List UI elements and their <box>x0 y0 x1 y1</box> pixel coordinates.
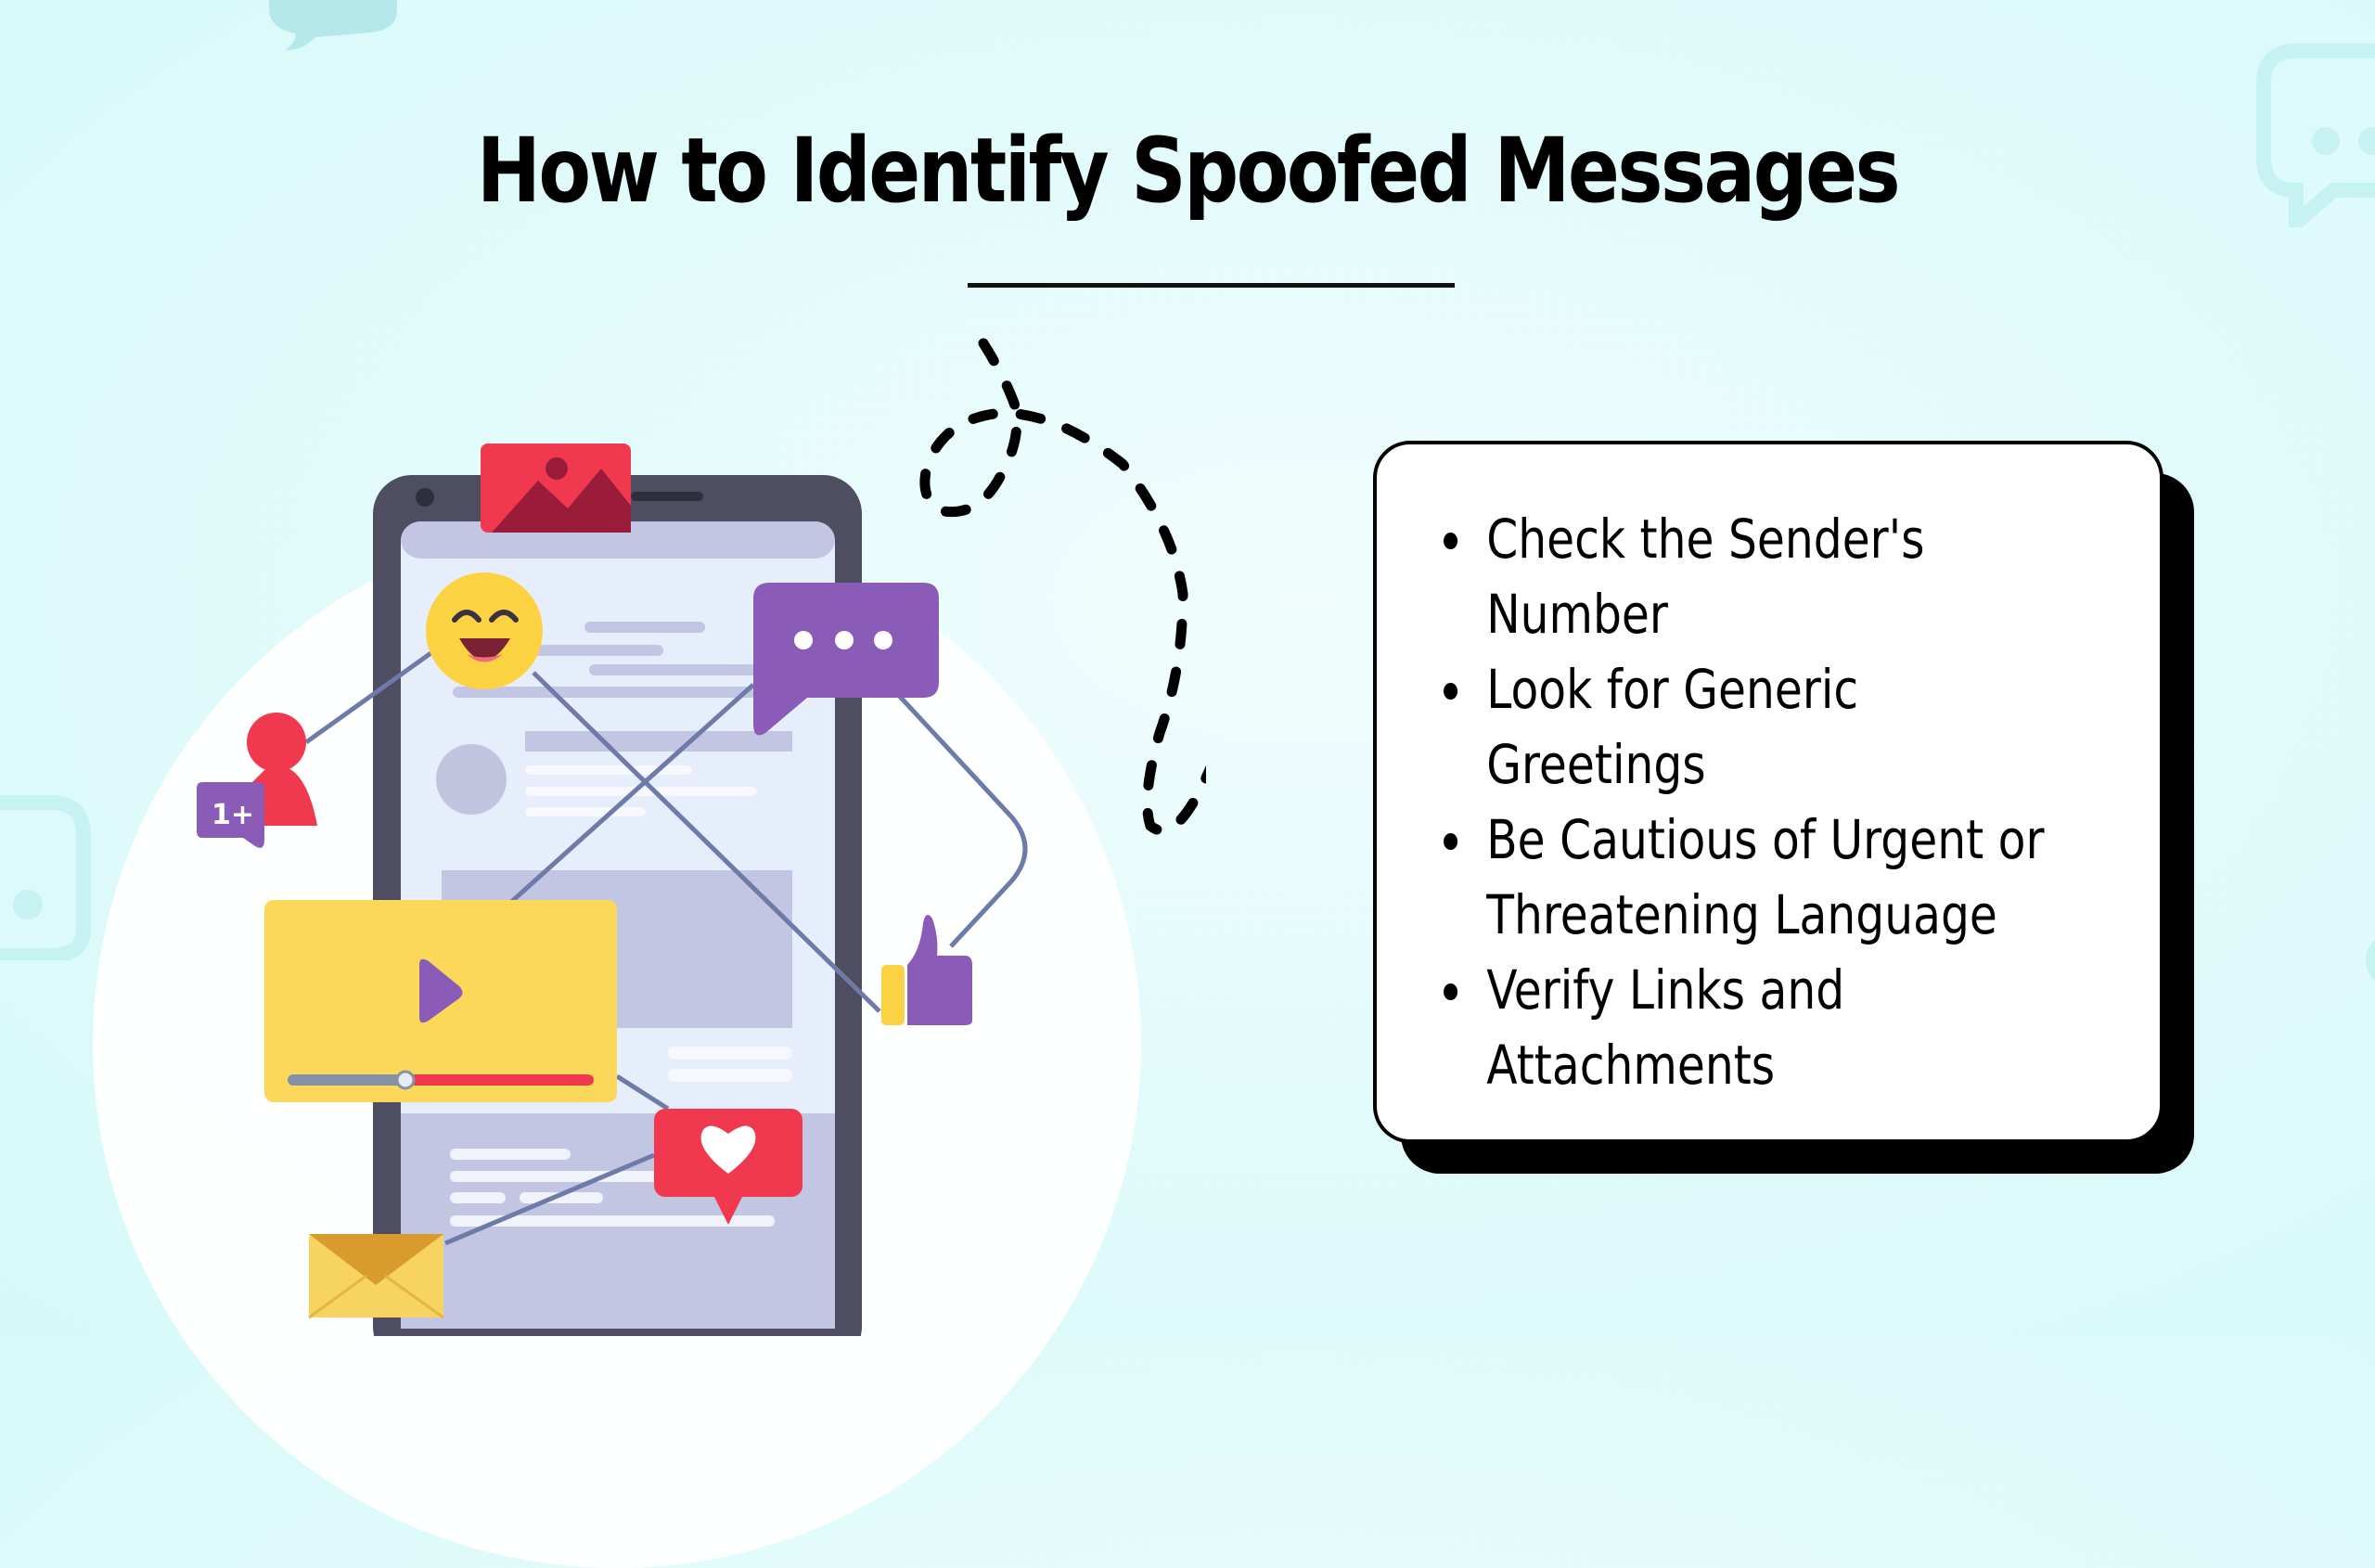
bullet-icon <box>1444 683 1458 700</box>
decorative-chat-outline-icon <box>2254 42 2375 227</box>
decorative-chat-outline-left-icon <box>0 793 93 960</box>
tip-item: Be Cautious of Urgent or Threatening Lan… <box>1444 803 2172 953</box>
tip-item: Verify Links and Attachments <box>1444 953 2172 1103</box>
dashed-arrow-icon <box>919 338 1221 836</box>
decorative-circle-right-icon <box>2366 932 2375 988</box>
image-icon <box>481 443 631 533</box>
tip-line: Verify Links and <box>1486 958 1845 1022</box>
tip-line: Greetings <box>1486 733 1706 796</box>
thumbs-up-icon <box>881 915 972 1025</box>
bullet-icon <box>1444 533 1458 549</box>
tip-line: Check the Sender's <box>1486 508 1925 571</box>
decorative-chat-bubble-icon <box>260 0 399 79</box>
smiley-emoji-icon <box>426 572 543 689</box>
bullet-icon <box>1444 983 1458 1000</box>
envelope-icon <box>308 1234 444 1319</box>
tip-item: Look for Generic Greetings <box>1444 652 2172 803</box>
heart-bubble-icon <box>654 1109 802 1225</box>
tip-line: Attachments <box>1486 1034 1776 1097</box>
bullet-icon <box>1444 833 1458 850</box>
title-underline-divider <box>968 283 1455 288</box>
page-title: How to Identify Spoofed Messages <box>476 119 1901 223</box>
tip-line: Number <box>1486 583 1668 646</box>
tips-list: Check the Sender's Number Look for Gener… <box>1444 502 2130 1103</box>
tip-item: Check the Sender's Number <box>1444 502 2172 652</box>
tip-line: Threatening Language <box>1486 883 1997 946</box>
tip-line: Look for Generic <box>1486 658 1859 721</box>
video-player-icon <box>264 900 617 1102</box>
chat-bubble-icon <box>753 583 939 736</box>
notification-badge: 1+ <box>197 782 264 848</box>
tips-card: Check the Sender's Number Look for Gener… <box>1373 441 2163 1143</box>
connector-lines <box>304 647 1028 1246</box>
phone-illustration: 1+ <box>0 0 1262 1366</box>
badge-count: 1+ <box>212 799 254 831</box>
tip-line: Be Cautious of Urgent or <box>1486 808 2045 871</box>
user-icon <box>247 713 317 826</box>
